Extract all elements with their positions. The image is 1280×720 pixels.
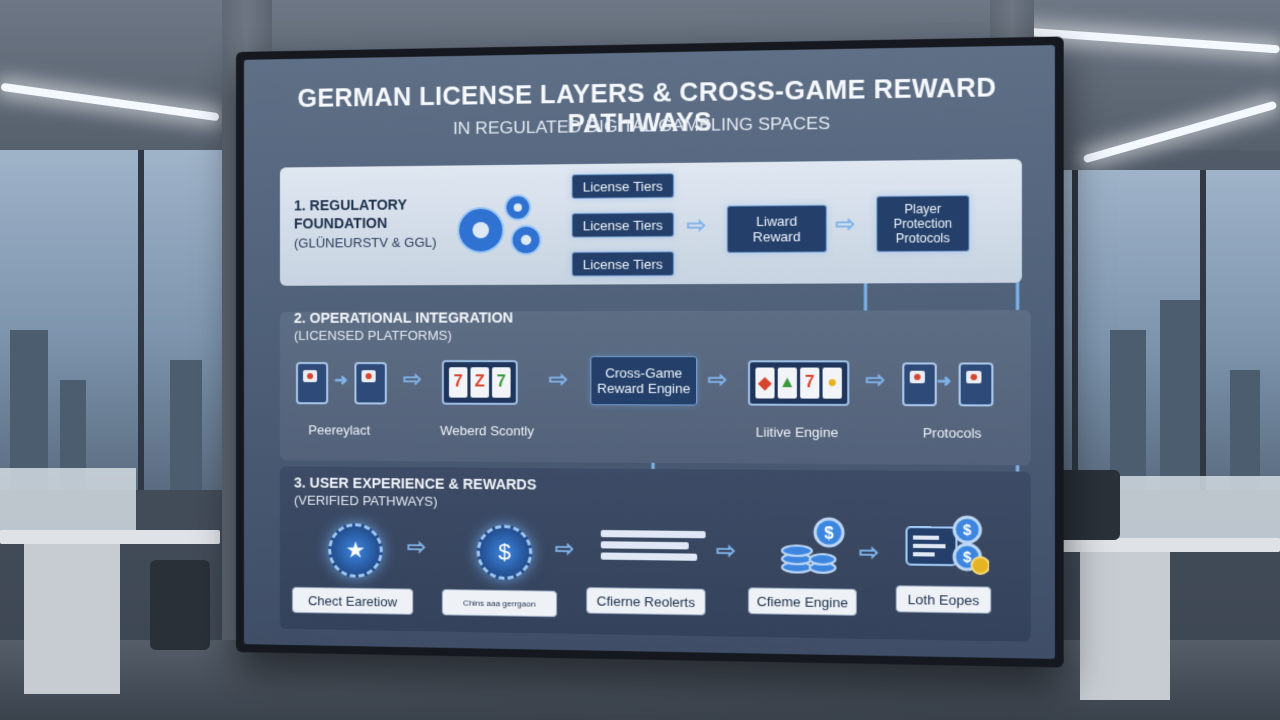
engine-line2: Reward Engine — [597, 380, 691, 397]
reward-box-line2: Reward — [752, 228, 801, 245]
reel: 7 — [448, 367, 468, 398]
chip-5: Loth Eopes — [895, 585, 992, 614]
desk — [1030, 538, 1280, 552]
license-tier-box-1: License Tiers — [571, 173, 675, 199]
reels-icon: ◆ ▲ 7 ● — [747, 360, 850, 406]
license-tier-box-3: License Tiers — [571, 251, 675, 277]
window-mullion — [1200, 170, 1206, 490]
section2-title: 2. Operational Integration — [293, 309, 514, 326]
arrow-right: ⇨ — [407, 533, 426, 560]
reel: ● — [822, 367, 842, 399]
wallet-icon: $ $ — [902, 512, 990, 576]
slot-machine-icon — [902, 362, 937, 407]
star-badge-icon: ★ — [328, 522, 383, 579]
slot-machine-icon — [958, 362, 994, 407]
gear-icon — [446, 185, 549, 267]
reward-box-line1: Liward — [756, 213, 798, 230]
window-mullion — [1072, 170, 1078, 490]
coin-symbol: $ — [824, 525, 834, 543]
protection-line2: Protection — [893, 216, 953, 232]
reward-box: Liward Reward — [726, 204, 827, 254]
reels-icon: 7 Z 7 — [441, 360, 518, 405]
progress-bar — [600, 552, 698, 561]
section1-subtitle: (GlüNeuRStV & GGL) — [293, 234, 437, 251]
arrow-right: ⇨ — [403, 366, 422, 392]
slot-machine-icon — [354, 362, 387, 405]
chair — [150, 560, 210, 650]
desk-partition — [1110, 476, 1280, 546]
chip-3: Cfierne Reolerts — [586, 587, 706, 616]
reel: ◆ — [755, 367, 775, 399]
arrow-right: ⇨ — [548, 366, 568, 392]
progress-bars-icon — [600, 529, 706, 565]
skyline-tower — [1230, 370, 1260, 490]
section3-title: 3. User Experience & Rewards — [293, 474, 537, 493]
chip-1: Chect Earetiow — [291, 586, 414, 615]
desk — [0, 530, 220, 544]
arrow-right: ⇨ — [707, 366, 728, 393]
arrow-right: ⇨ — [555, 535, 575, 562]
protection-line1: Player — [904, 201, 942, 217]
caption-3: Liitive Engine — [755, 424, 839, 441]
caption-1: Peereylact — [308, 422, 371, 438]
section3-subtitle: (Verified Pathways) — [293, 492, 438, 509]
skyline-tower — [1160, 300, 1200, 490]
license-tier-box-2: License Tiers — [571, 212, 675, 238]
chip-4: Cfieme Engine — [747, 587, 857, 616]
reel: 7 — [800, 367, 820, 399]
cross-game-reward-engine-box: Cross-Game Reward Engine — [590, 356, 698, 406]
caption-4: Protocols — [922, 425, 982, 441]
arrow-right: ⇨ — [686, 212, 707, 238]
arrow-right: ➜ — [936, 372, 952, 391]
section1-title-line2: Foundation — [293, 214, 388, 232]
reel: Z — [470, 367, 489, 398]
wall-display: German License Layers & Cross-Game Rewar… — [236, 36, 1064, 668]
player-protection-box: Player Protection Protocols — [876, 195, 970, 253]
section1-title-line1: 1. Regulatory — [293, 196, 407, 214]
chip-2: Chins aaa gerrgaon — [441, 589, 558, 618]
desk-partition — [0, 468, 136, 538]
coin-stack-icon: $ — [773, 515, 848, 578]
arrow-right: ➜ — [334, 372, 348, 390]
skyline-tower — [170, 360, 202, 490]
skyline-tower — [10, 330, 48, 490]
protection-line3: Protocols — [895, 230, 950, 246]
skyline-tower — [1110, 330, 1146, 490]
cabinet — [1080, 552, 1170, 700]
progress-bar — [600, 529, 706, 539]
caption-2: Weberd Scontly — [440, 422, 535, 439]
slot-machine-icon — [295, 362, 329, 405]
arrow-right: ⇨ — [859, 539, 879, 566]
arrow-right: ⇨ — [835, 210, 856, 237]
dollar-badge-icon: $ — [476, 524, 533, 581]
reel: ▲ — [777, 367, 797, 399]
section2-subtitle: (Licensed Platforms) — [293, 327, 452, 343]
display-screen: German License Layers & Cross-Game Rewar… — [243, 45, 1055, 659]
engine-line1: Cross-Game — [605, 365, 683, 381]
coin-symbol: $ — [963, 549, 972, 566]
reel: 7 — [492, 367, 511, 398]
arrow-right: ⇨ — [865, 366, 886, 393]
arrow-right: ⇨ — [716, 537, 736, 564]
progress-bar — [600, 541, 689, 550]
coin-symbol: $ — [963, 521, 972, 538]
window-mullion — [138, 150, 144, 490]
cabinet — [24, 544, 120, 694]
